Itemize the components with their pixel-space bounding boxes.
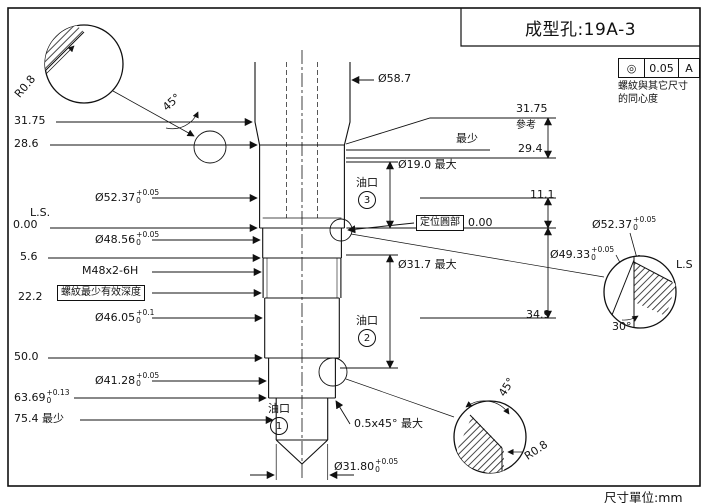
min-label: 最少 bbox=[456, 132, 478, 145]
dim-31-75-ref: 31.75 bbox=[516, 102, 548, 115]
dim-75-4-min: 75.4 最少 bbox=[14, 412, 64, 425]
detail-ls-label: L.S bbox=[676, 258, 693, 271]
datum-ls-label: L.S. bbox=[30, 206, 51, 219]
dim-29-4: 29.4 bbox=[518, 142, 543, 155]
tol-lower: 0 bbox=[591, 252, 596, 262]
ref-label: 參考 bbox=[516, 120, 536, 131]
dimension-lines-left bbox=[48, 117, 274, 425]
centerlines bbox=[286, 50, 318, 478]
oil-port-1-label: 油口 1 bbox=[268, 402, 290, 435]
dim-34-9: 34.9 bbox=[526, 308, 551, 321]
tol-upper: +0.1 bbox=[136, 308, 155, 317]
tol-lower: 0 bbox=[633, 222, 638, 232]
detail-angle-30: 30° bbox=[612, 320, 632, 333]
oil-port-2-label: 油口 2 bbox=[356, 314, 378, 347]
tolerance-datum: A bbox=[678, 59, 699, 77]
tol-lower: 0 bbox=[375, 464, 380, 474]
tol-upper: +0.05 bbox=[136, 371, 160, 380]
thread-spec: M48x2-6H bbox=[82, 264, 139, 277]
dim-value: Ø52.37 bbox=[95, 191, 136, 204]
tol-lower: 0 bbox=[46, 395, 52, 405]
oil-port-3-label: 油口 3 bbox=[356, 176, 378, 209]
datum-zero-right-label: 0.00 bbox=[468, 216, 493, 229]
detail-bubble-bottom-right bbox=[453, 400, 527, 474]
sheet-frame bbox=[7, 7, 701, 487]
oil-port-text: 油口 bbox=[356, 176, 378, 189]
dim-value: 63.69 bbox=[14, 391, 46, 404]
dim-31-75: 31.75 bbox=[14, 114, 46, 127]
dim-value: Ø48.56 bbox=[95, 233, 136, 246]
oil-port-3-number: 3 bbox=[358, 191, 376, 209]
oil-port-text: 油口 bbox=[268, 402, 290, 415]
tol-upper: +0.13 bbox=[46, 388, 70, 397]
tol-lower: 0 bbox=[136, 315, 141, 325]
chamfer-note: 0.5x45° 最大 bbox=[354, 417, 423, 430]
locating-circle-label: 定位圓部 bbox=[416, 215, 464, 231]
tolerance-value: 0.05 bbox=[644, 59, 678, 77]
dim-value: Ø52.37 bbox=[592, 218, 633, 231]
tolerance-note-line2: 的同心度 bbox=[618, 94, 658, 105]
thread-depth-note: 螺紋最少有效深度 bbox=[57, 285, 145, 301]
tol-lower: 0 bbox=[136, 237, 141, 247]
tol-lower: 0 bbox=[136, 378, 141, 388]
concentricity-icon: ◎ bbox=[626, 61, 637, 75]
tol-upper: +0.05 bbox=[136, 230, 160, 239]
oil-port-2-number: 2 bbox=[358, 329, 376, 347]
tol-upper: +0.05 bbox=[633, 215, 657, 224]
dim-value: Ø46.05 bbox=[95, 311, 136, 324]
oil-port-text: 油口 bbox=[356, 314, 378, 327]
dim-value: Ø49.33 bbox=[550, 248, 591, 261]
detail-bubble-top-left bbox=[44, 24, 124, 104]
dim-50-0: 50.0 bbox=[14, 350, 39, 363]
units-label: 尺寸單位:mm bbox=[604, 490, 683, 503]
tol-upper: +0.05 bbox=[375, 457, 399, 466]
oil-port-1-number: 1 bbox=[270, 417, 288, 435]
tol-lower: 0 bbox=[136, 195, 141, 205]
leader-lines bbox=[112, 75, 640, 425]
dim-11-1: 11.1 bbox=[530, 188, 555, 201]
tolerance-frame: ◎ 0.05 A bbox=[618, 58, 700, 78]
detail-locator-circles bbox=[193, 130, 353, 387]
dim-5-6: 5.6 bbox=[20, 250, 38, 263]
dim-dia-19-max: Ø19.0 最大 bbox=[398, 158, 457, 171]
datum-zero-label: 0.00 bbox=[13, 218, 38, 231]
dim-28-6: 28.6 bbox=[14, 137, 39, 150]
tolerance-note-line1: 螺紋與其它尺寸 bbox=[618, 81, 688, 92]
tol-upper: +0.05 bbox=[591, 245, 615, 254]
dim-22-2: 22.2 bbox=[18, 290, 43, 303]
detail-bubble-right bbox=[603, 255, 677, 329]
drawing-title: 成型孔:19A-3 bbox=[524, 19, 637, 40]
dim-dia-31-7-max: Ø31.7 最大 bbox=[398, 258, 457, 271]
tol-upper: +0.05 bbox=[136, 188, 160, 197]
dim-value: Ø41.28 bbox=[95, 374, 136, 387]
dim-value: Ø31.80 bbox=[334, 460, 375, 473]
dim-dia-58-7: Ø58.7 bbox=[378, 72, 412, 85]
